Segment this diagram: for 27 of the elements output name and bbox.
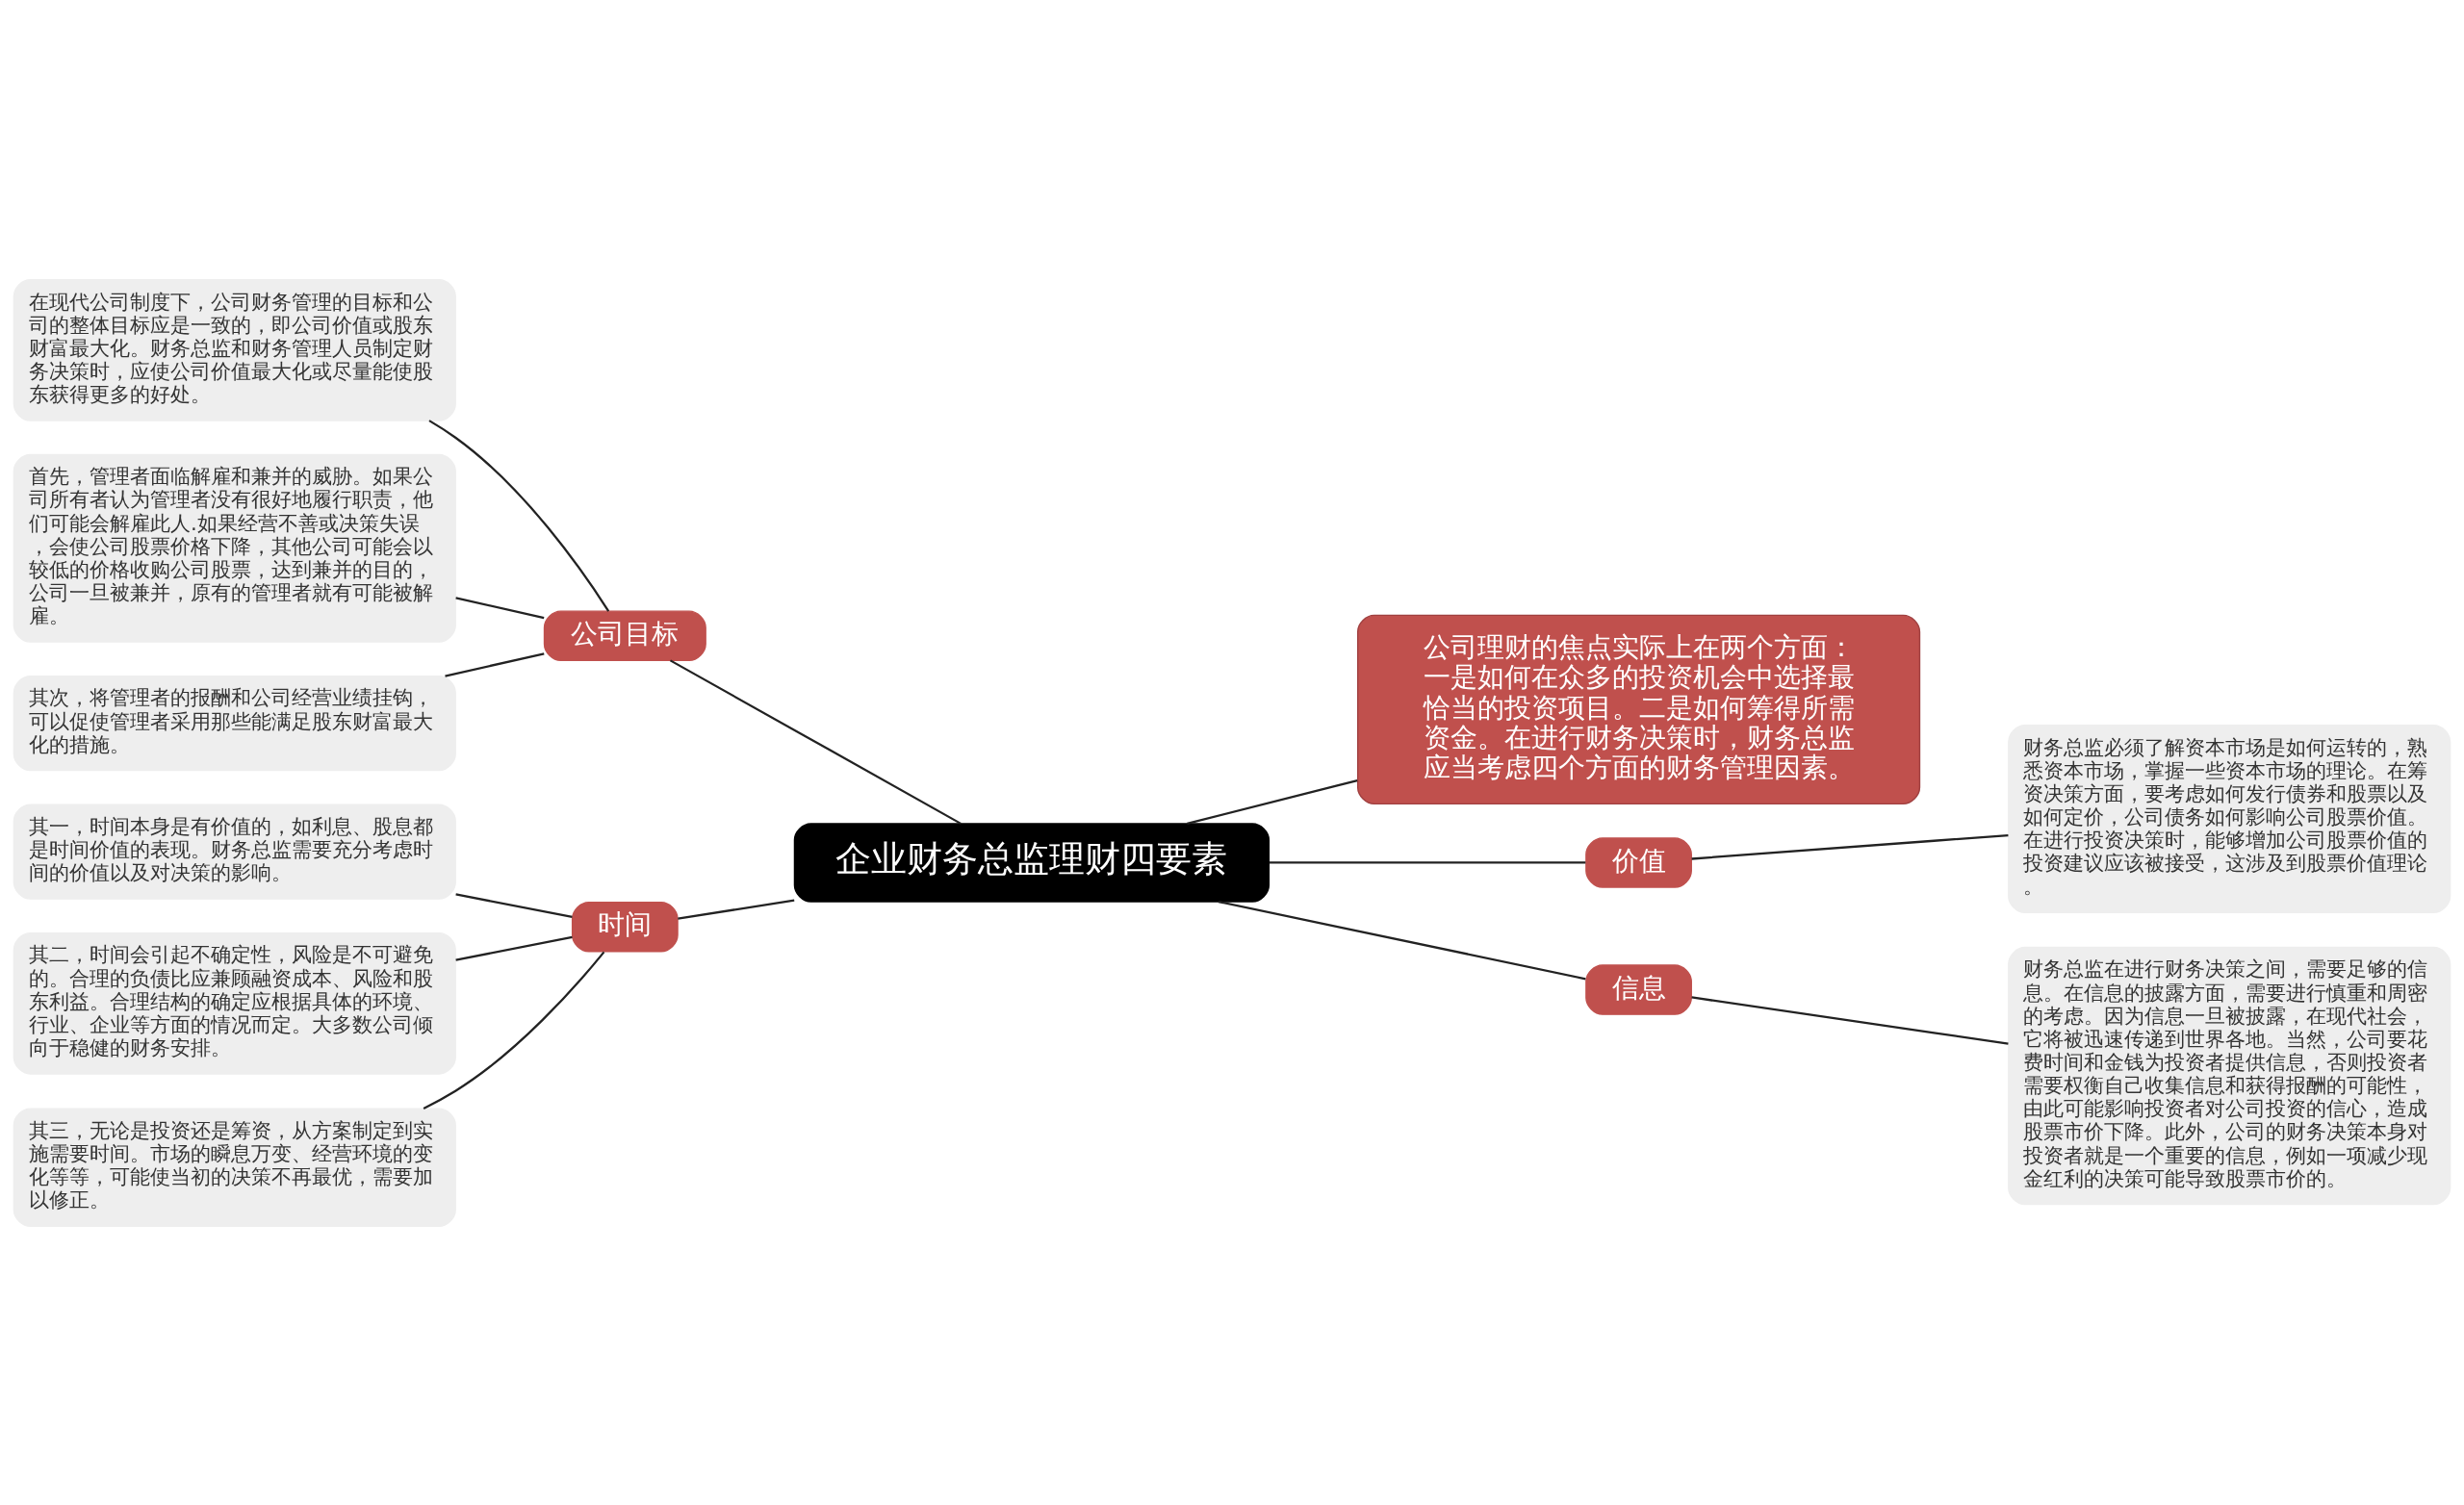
connector — [423, 951, 605, 1110]
node-box: 其一，时间本身是有价值的，如利息、股息都是时间价值的表现。财务总监需要充分考虑时间的价值以及对决策的影响。 — [13, 803, 456, 900]
connector — [455, 892, 573, 918]
node-box: 其二，时间会引起不确定性，风险是不可避免的。合理的负债比应兼顾融资成本、风险和股东利益。合理结构的确定应根据具体的环境、行业、企业等方面的情况而定。大多数公司倾向于稳健的财务安排。 — [13, 931, 456, 1075]
node-box: 其次，将管理者的报酬和公司经营业绩挂钩，可以促使管理者采用那些能满足股东财富最大化的措施。 — [13, 675, 456, 771]
connector — [669, 658, 962, 825]
node-box: 公司理财的焦点实际上在两个方面：一是如何在众多的投资机会中选择最恰当的投资项目。二是如何筹得所需资金。在进行财务决策时，财务总监应当考虑四个方面的财务管理因素。 — [1356, 614, 1921, 804]
connector — [445, 651, 545, 677]
connector — [1269, 860, 1586, 864]
node-box: 其三，无论是投资还是筹资，从方案制定到实施需要时间。市场的瞬息万变、经营环境的变化等等，可能使当初的决策不再最优，需要加以修正。 — [13, 1107, 456, 1227]
connector — [1218, 900, 1586, 980]
node-box: 企业财务总监理财四要素 — [793, 822, 1270, 903]
connector — [1691, 833, 2009, 860]
node-box: 首先，管理者面临解雇和兼并的威胁。如果公司所有者认为管理者没有很好地履行职责，他们可能会解雇此人.如果经营不善或决策失误，会使公司股票价格下降，其他公司可能会以较低的价格收购公司股票，达到兼并的目的，公司一旦被兼并，原有的管理者就有可能被解雇。 — [13, 453, 456, 643]
node-box: 财务总监必须了解资本市场是如何运转的，熟悉资本市场，掌握一些资本市场的理论。在筹资决策方面，要考虑如何发行债券和股票以及如何定价，公司债务如何影响公司股票价值。在进行投资决策时，能够增加公司股票价值的投资建议应该被接受，这涉及到股票价值理论。 — [2008, 724, 2451, 913]
node-box: 时间 — [571, 901, 679, 953]
connector — [428, 419, 610, 612]
node-box: 财务总监在进行财务决策之间，需要足够的信息。在信息的披露方面，需要进行慎重和周密的考虑。因为信息一旦被披露，在现代社会，它将被迅速传递到世界各地。当然，公司要花费时间和金钱为投资者提供信息，否则投资者需要权衡自己收集信息和获得报酬的可能性，由此可能影响投资者对公司投资的信心，造成股票市价下降。此外，公司的财务决策本身对投资者就是一个重要的信息，例如一项减少现金红利的决策可能导致股票市价的。 — [2008, 946, 2451, 1205]
connector — [455, 935, 573, 961]
node-box: 信息 — [1585, 963, 1692, 1015]
node-box: 价值 — [1585, 836, 1692, 888]
connector — [1691, 995, 2009, 1045]
node-box: 在现代公司制度下，公司财务管理的目标和公司的整体目标应是一致的，即公司价值或股东财富最大化。财务总监和财务管理人员制定财务决策时，应使公司价值最大化或尽量能使股东获得更多的好处。 — [13, 278, 456, 421]
connector — [455, 596, 545, 619]
connector — [678, 898, 795, 920]
node-box: 公司目标 — [543, 609, 706, 661]
connector — [1187, 778, 1358, 825]
